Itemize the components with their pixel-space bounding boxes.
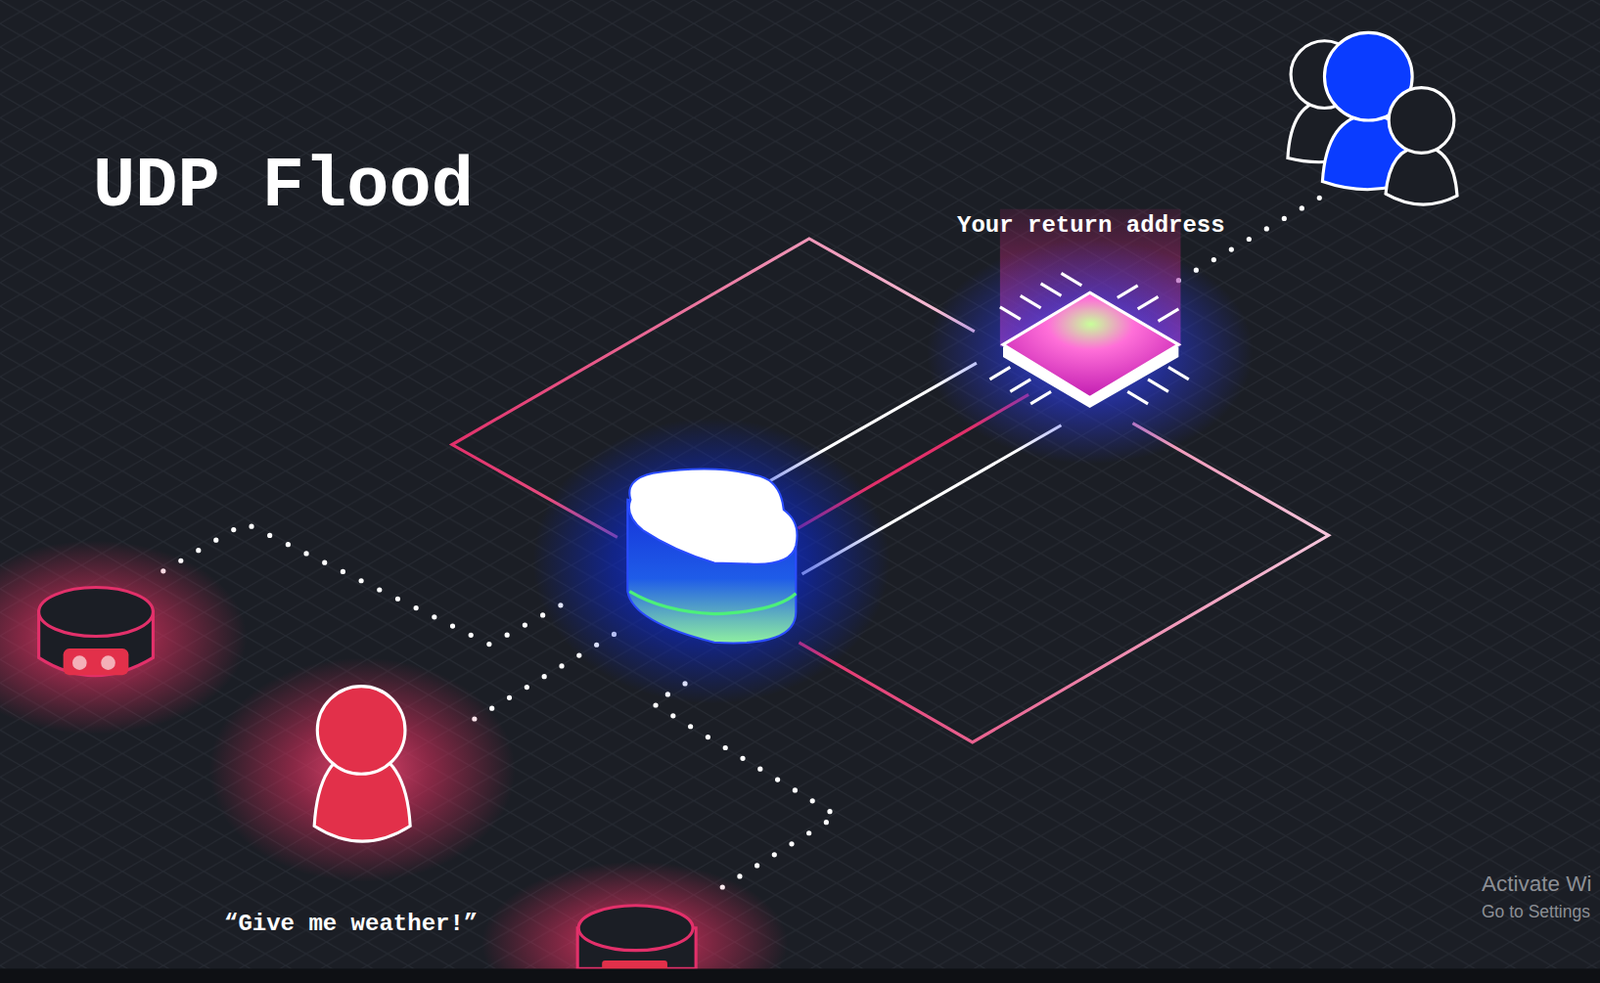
speech-label: “Give me weather!” bbox=[224, 911, 478, 939]
watermark: Go to Settings bbox=[1481, 902, 1591, 922]
watermark: Activate Wi bbox=[1481, 871, 1593, 898]
diagram-title: UDP Flood bbox=[92, 146, 474, 229]
callout-label: Your return address bbox=[957, 212, 1226, 240]
